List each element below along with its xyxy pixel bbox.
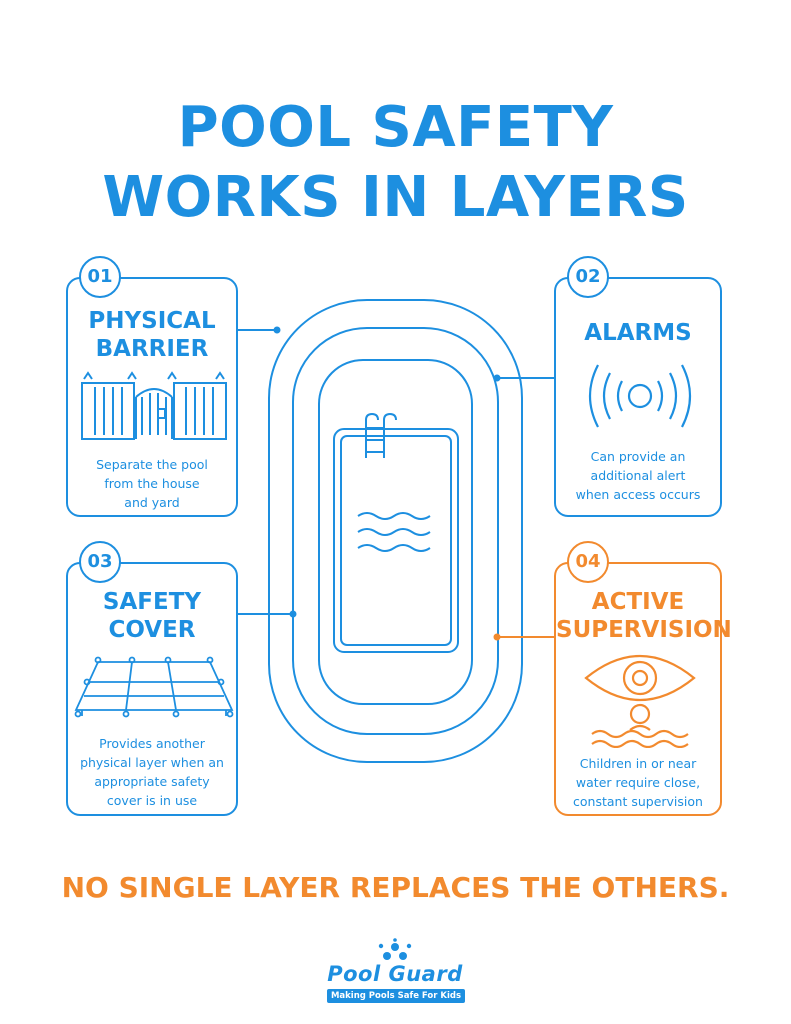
layer-card-active-supervision: ACTIVE SUPERVISION Children in or near w… (554, 562, 732, 816)
layer-description: Separate the pool from the house and yar… (96, 457, 208, 510)
eye-supervision-icon (584, 654, 696, 748)
alarm-waves-icon (588, 364, 692, 428)
layer-title: SAFETY COVER (102, 589, 202, 643)
page-title-line-1: POOL SAFETY (177, 95, 614, 160)
tagline: NO SINGLE LAYER REPLACES THE OTHERS. (61, 871, 730, 904)
layer-title: PHYSICAL BARRIER (88, 308, 216, 362)
layer-card-alarms: ALARMS Can provide an additional alert w… (554, 277, 722, 517)
layer-card-physical-barrier: PHYSICAL BARRIER Separate the pool from … (66, 277, 238, 517)
fence-gate-icon (81, 371, 227, 440)
layer-title: ALARMS (584, 320, 692, 346)
layer-number-badge-02: 02 (567, 256, 609, 298)
safety-cover-icon (74, 656, 234, 718)
layer-number-badge-03: 03 (79, 541, 121, 583)
connector-dot-01 (273, 326, 281, 334)
page-title-line-2: WORKS IN LAYERS (102, 165, 689, 230)
pool-ladder-icon (365, 412, 397, 458)
layer-description: Provides another physical layer when an … (80, 736, 224, 808)
layer-number-badge-01: 01 (79, 256, 121, 298)
layer-description: Can provide an additional alert when acc… (575, 449, 701, 502)
splash-logo-icon (378, 938, 412, 960)
layer-title: ACTIVE SUPERVISION (556, 589, 732, 643)
connector-dot-04 (493, 633, 501, 641)
brand-tagline: Making Pools Safe For Kids (327, 989, 465, 1003)
layer-description: Children in or near water require close,… (573, 756, 703, 809)
layer-number-badge-04: 04 (567, 541, 609, 583)
layer-card-safety-cover: SAFETY COVER Provides another physical l… (66, 562, 238, 816)
brand-name: Pool Guard (327, 962, 463, 986)
